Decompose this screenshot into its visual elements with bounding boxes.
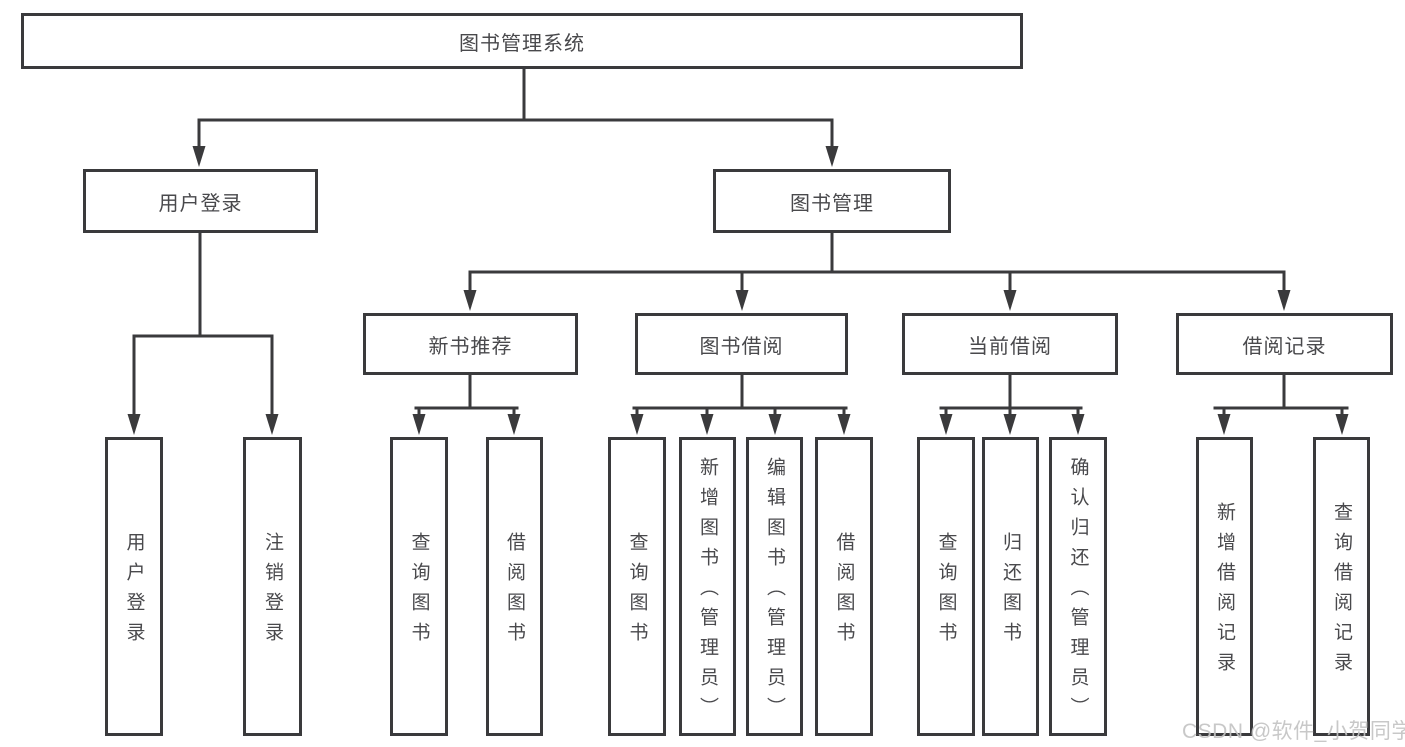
csdn-watermark: CSDN @软件_小贺同学 [1182,720,1405,743]
leaf-cb-query-books-label: 查询图书 [935,532,957,652]
leaf-bb-edit-books-admin: 编辑图书（管理员） [746,437,803,736]
leaf-cb-confirm-return-admin: 确认归还（管理员） [1049,437,1107,736]
node-root-label: 图书管理系统 [459,32,585,55]
node-user-login: 用户登录 [83,169,318,233]
leaf-bb-add-books-admin-label: 新增图书（管理员） [697,457,718,727]
arrowheads [127,146,1349,435]
leaf-bb-borrow-books: 借阅图书 [815,437,873,736]
leaf-cb-query-books: 查询图书 [917,437,975,736]
leaf-nb-query-books-label: 查询图书 [408,532,430,652]
node-book-borrow: 图书借阅 [635,313,848,375]
leaf-bb-edit-books-admin-label: 编辑图书（管理员） [764,457,785,727]
leaf-cb-confirm-return-admin-label: 确认归还（管理员） [1067,457,1089,727]
node-book-mgmt-label: 图书管理 [790,192,874,215]
leaf-br-query-record-label: 查询借阅记录 [1331,502,1352,682]
leaf-logout-label: 注销登录 [262,532,283,652]
leaf-bb-query-books: 查询图书 [608,437,666,736]
node-current-borrow: 当前借阅 [902,313,1118,375]
leaf-cb-return-books-label: 归还图书 [1000,532,1021,652]
node-borrow-records: 借阅记录 [1176,313,1393,375]
leaf-nb-query-books: 查询图书 [390,437,448,736]
leaf-bb-borrow-books-label: 借阅图书 [833,532,855,652]
leaf-nb-borrow-books-label: 借阅图书 [504,532,525,652]
node-borrow-records-label: 借阅记录 [1242,335,1327,358]
node-new-book-recommend-label: 新书推荐 [428,335,513,358]
leaf-nb-borrow-books: 借阅图书 [486,437,543,736]
leaf-bb-add-books-admin: 新增图书（管理员） [679,437,736,736]
leaf-br-add-record: 新增借阅记录 [1196,437,1253,736]
node-user-login-label: 用户登录 [158,192,243,215]
leaf-bb-query-books-label: 查询图书 [626,532,648,652]
leaf-cb-return-books: 归还图书 [982,437,1039,736]
leaf-user-login-label: 用户登录 [123,532,145,652]
node-book-borrow-label: 图书借阅 [699,335,784,358]
node-new-book-recommend: 新书推荐 [363,313,578,375]
leaf-logout: 注销登录 [243,437,302,736]
node-root: 图书管理系统 [21,13,1023,69]
leaf-br-add-record-label: 新增借阅记录 [1214,502,1235,682]
node-book-mgmt: 图书管理 [713,169,951,233]
node-current-borrow-label: 当前借阅 [968,335,1052,358]
leaf-user-login: 用户登录 [105,437,163,736]
leaf-br-query-record: 查询借阅记录 [1313,437,1370,736]
